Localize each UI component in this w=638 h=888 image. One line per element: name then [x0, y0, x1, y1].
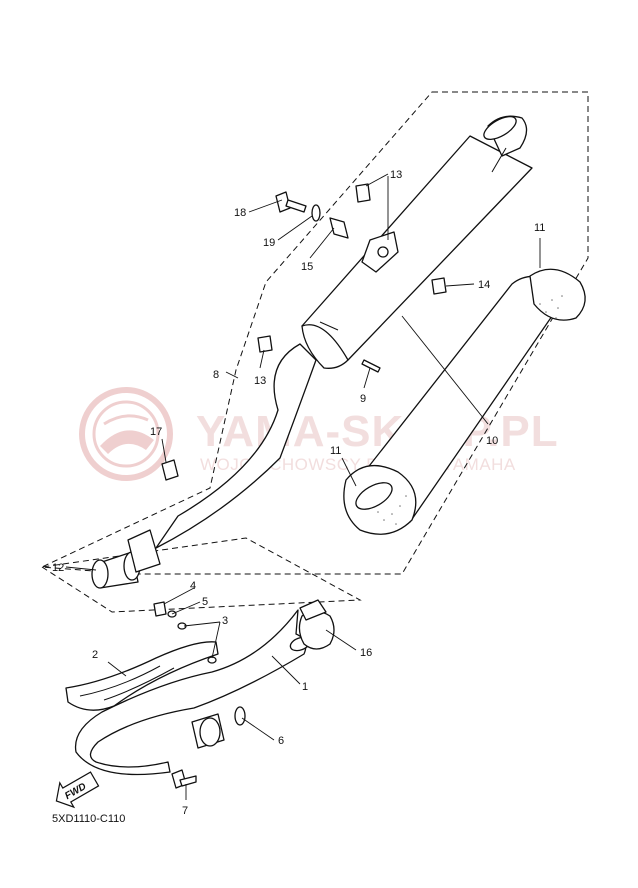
callout-18: 18: [234, 207, 246, 219]
callout-8: 8: [213, 369, 219, 381]
clamp-16: [298, 599, 335, 650]
callout-2: 2: [92, 649, 98, 661]
callout-1: 1: [302, 681, 308, 693]
bolt-18: [275, 191, 307, 213]
damper-13-upper: [355, 183, 371, 203]
assembly-outline: [40, 91, 589, 575]
collar-15: [329, 217, 349, 239]
muffler-body: [301, 115, 533, 369]
callout-10: 10: [486, 435, 498, 447]
callout-9: 9: [360, 393, 366, 405]
washer-19: [311, 204, 321, 222]
pipe-end: [127, 529, 161, 573]
callout-13-upper: 13: [390, 169, 402, 181]
protector-2: [65, 641, 219, 711]
damper-13-lower: [257, 335, 273, 353]
header-group-outline: [40, 537, 362, 613]
callout-4: 4: [190, 580, 196, 592]
watermark-title: YAMA-SKLEP.PL: [196, 407, 559, 456]
callout-3: 3: [222, 615, 228, 627]
gasket-6: [234, 706, 246, 726]
bolt-17: [161, 459, 179, 481]
callout-7: 7: [182, 805, 188, 817]
callout-15: 15: [301, 261, 313, 273]
callout-6: 6: [278, 735, 284, 747]
diagram-code: 5XD1110-C110: [52, 813, 125, 825]
fwd-arrow-icon: FWD: [55, 771, 100, 809]
callout-13-lower: 13: [254, 375, 266, 387]
callout-19: 19: [263, 237, 275, 249]
joint-pipe: [155, 343, 317, 549]
callout-12: 12: [52, 562, 64, 574]
bolt-14: [431, 277, 447, 295]
callout-14: 14: [478, 279, 490, 291]
screw-9: [361, 359, 381, 373]
callout-16: 16: [360, 647, 372, 659]
callouts: 18 19 15 13 14 11 13 8 9 10 11 17 12 4 5…: [52, 169, 545, 817]
callout-5: 5: [202, 596, 208, 608]
bolt-7: [171, 769, 197, 789]
callout-11-lower: 11: [330, 445, 341, 457]
watermark-logo: [79, 387, 173, 481]
callout-17: 17: [150, 426, 162, 438]
bolt-4: [153, 601, 167, 617]
callout-11-upper: 11: [534, 222, 545, 234]
leader-lines: [65, 173, 541, 800]
